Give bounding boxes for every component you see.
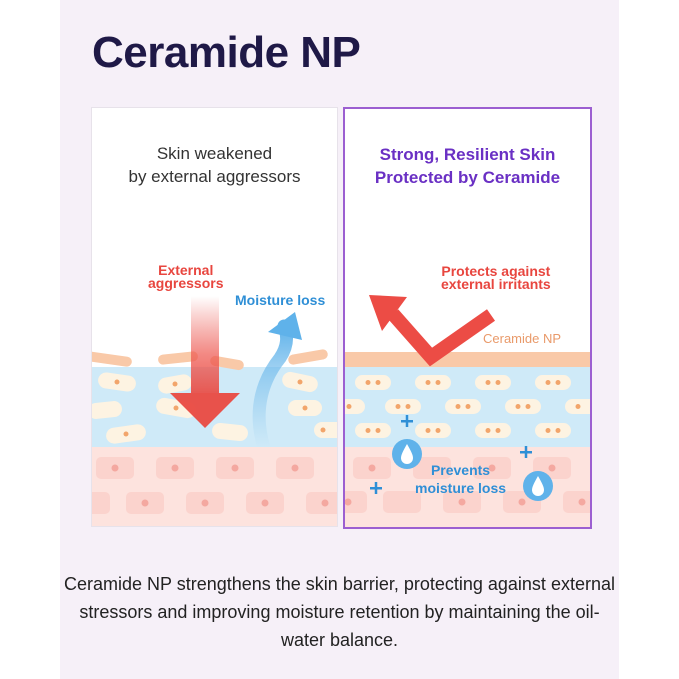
water-drop-icon bbox=[392, 439, 422, 469]
orderly-water-cells bbox=[345, 375, 590, 438]
protected-skin-illustration bbox=[345, 295, 590, 527]
water-drop-icon bbox=[523, 471, 553, 501]
weakened-skin-title: Skin weakened by external aggressors bbox=[92, 142, 337, 188]
plus-icon bbox=[370, 482, 382, 494]
weakened-skin-title-line1: Skin weakened bbox=[156, 144, 273, 163]
ceramide-layer bbox=[345, 352, 590, 367]
plus-icon bbox=[401, 415, 413, 427]
protects-against-label: Protects against external irritants bbox=[441, 263, 551, 292]
irritant-deflect-arrow bbox=[369, 295, 496, 367]
external-aggressors-label-line2: aggressors bbox=[148, 275, 224, 291]
weakened-skin-card: Skin weakened by external aggressors bbox=[91, 107, 338, 527]
protected-skin-title-line2: Protected by Ceramide bbox=[374, 168, 561, 187]
moisture-loss-label: Moisture loss bbox=[235, 292, 326, 308]
protected-skin-title-line1: Strong, Resilient Skin bbox=[379, 145, 556, 164]
water-cell-dots bbox=[114, 379, 326, 437]
prevents-moisture-loss-label-line1: Prevents bbox=[430, 462, 491, 478]
page-title: Ceramide NP bbox=[92, 28, 361, 77]
external-aggressors-label: External aggressors bbox=[148, 262, 224, 291]
moisture-loss-arrow bbox=[252, 312, 302, 455]
protects-against-label-line1: Protects against bbox=[441, 263, 551, 279]
prevents-moisture-loss-label-line2: moisture loss bbox=[415, 480, 507, 496]
skin-cell-nuclei bbox=[345, 464, 586, 506]
external-aggressors-label-line1: External bbox=[158, 262, 214, 278]
plus-icon bbox=[520, 446, 532, 458]
weakened-skin-title-line2: by external aggressors bbox=[128, 167, 301, 186]
aggressor-arrow bbox=[170, 296, 240, 428]
ceramide-np-label: Ceramide NP bbox=[483, 331, 562, 346]
description-caption: Ceramide NP strengthens the skin barrier… bbox=[64, 574, 615, 650]
water-cell-dots bbox=[346, 380, 581, 433]
protected-skin-card: Strong, Resilient Skin Protected by Cera… bbox=[343, 107, 592, 529]
weakened-skin-illustration bbox=[92, 296, 337, 526]
protected-skin-title: Strong, Resilient Skin Protected by Cera… bbox=[345, 143, 590, 189]
skin-cell-nuclei bbox=[111, 464, 329, 507]
protects-against-label-line2: external irritants bbox=[441, 276, 551, 292]
prevents-moisture-loss-label: Prevents moisture loss bbox=[415, 461, 506, 497]
